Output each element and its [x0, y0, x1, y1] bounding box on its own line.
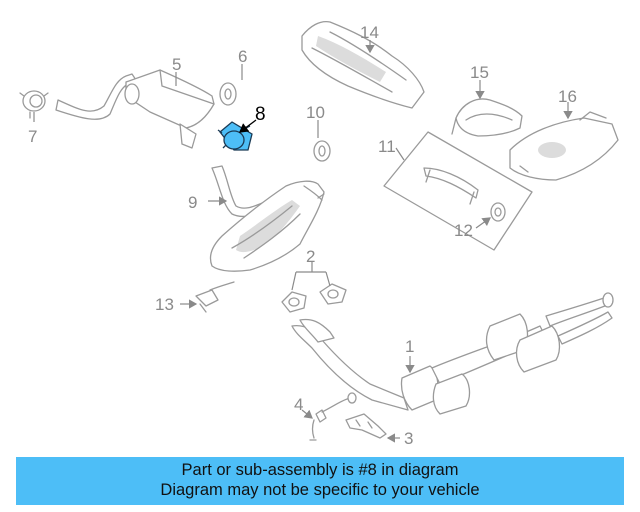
callout-10: 10: [306, 103, 325, 122]
part-1-front-pipe-converter[interactable]: [291, 292, 614, 415]
part-7-clamp[interactable]: [19, 90, 49, 119]
part-4-oxygen-sensor[interactable]: [309, 392, 357, 441]
part-12-hanger[interactable]: [490, 202, 506, 222]
part-16-heat-shield[interactable]: [509, 111, 619, 181]
callout-3: 3: [404, 429, 413, 448]
banner-line-part-number: Part or sub-assembly is #8 in diagram: [181, 461, 459, 479]
part-10-hanger[interactable]: [313, 140, 331, 162]
callout-4: 4: [294, 395, 303, 414]
callout-9: 9: [188, 193, 197, 212]
callout-1: 1: [405, 337, 414, 356]
callout-13: 13: [155, 295, 174, 314]
part-2-gaskets[interactable]: [281, 283, 347, 313]
callout-16: 16: [558, 87, 577, 106]
part-3-bracket[interactable]: [345, 413, 387, 439]
leader-lines: [33, 40, 573, 443]
part-6-hanger[interactable]: [219, 82, 237, 106]
callout-2: 2: [306, 247, 315, 266]
banner-line-disclaimer: Diagram may not be specific to your vehi…: [160, 481, 480, 499]
part-14-heat-shield[interactable]: [301, 20, 425, 109]
callout-8: 8: [255, 104, 266, 125]
callout-6: 6: [238, 47, 247, 66]
part-5-rear-muffler[interactable]: [55, 69, 215, 149]
callout-labels: 1 2 3 4 5 6 7 8 9 10 11 12 13 14 15 16: [28, 23, 577, 448]
info-banner: Part or sub-assembly is #8 in diagram Di…: [16, 457, 624, 505]
callout-15: 15: [470, 63, 489, 82]
callout-12: 12: [454, 221, 473, 240]
callout-14: 14: [360, 23, 379, 42]
callout-7: 7: [28, 127, 37, 146]
callout-11: 11: [378, 137, 396, 156]
part-13-sensor[interactable]: [195, 281, 235, 313]
part-15-heat-shield[interactable]: [451, 98, 523, 137]
part-8-clamp-highlighted[interactable]: [217, 121, 253, 151]
callout-5: 5: [172, 55, 181, 74]
